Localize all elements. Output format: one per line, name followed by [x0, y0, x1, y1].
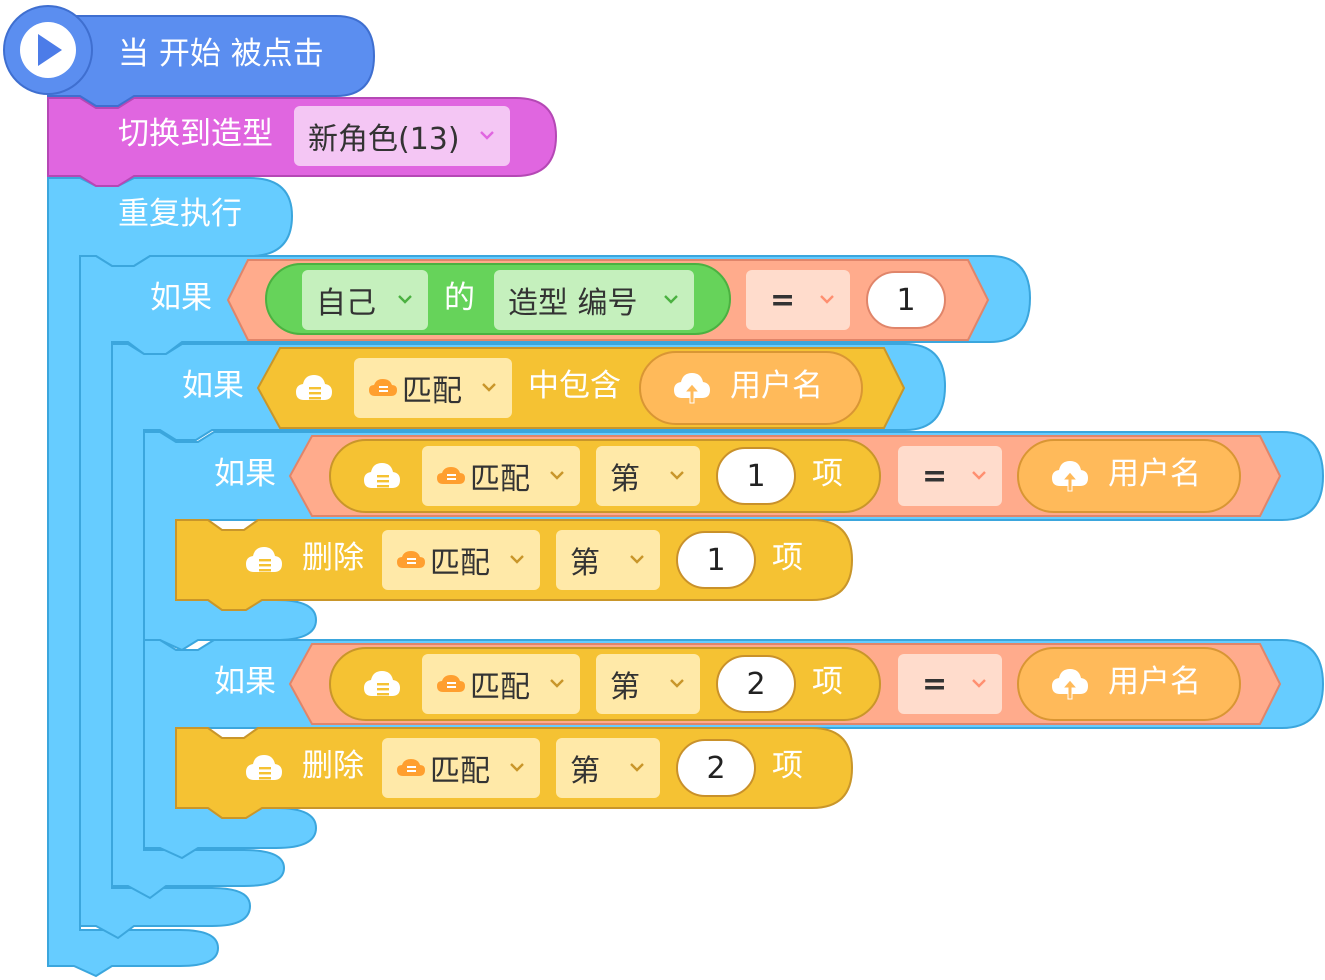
if3-username-reporter: [1017, 439, 1241, 513]
play-icon: [38, 34, 62, 66]
delete2-index-dropdown[interactable]: 第: [556, 738, 660, 798]
delete1-index-input[interactable]: 1: [676, 531, 756, 589]
if4-item-label: 项: [812, 664, 843, 700]
chevron-down-icon: [820, 295, 834, 304]
cloud-list-icon: [296, 375, 332, 400]
cloud-list-small-icon: [397, 759, 425, 776]
hat-block-shape: [47, 15, 376, 107]
delete1-list-value: 匹配: [430, 546, 490, 581]
delete2-list-value: 匹配: [430, 754, 490, 789]
chevron-down-icon: [480, 131, 494, 140]
delete2-item-label: 项: [772, 748, 803, 784]
cloud-upload-icon: [1052, 461, 1088, 492]
delete2-index-input[interactable]: 2: [676, 739, 756, 797]
cloud-list-icon: [364, 463, 400, 488]
chevron-down-icon: [664, 295, 678, 304]
if1-value-input[interactable]: 1: [866, 271, 946, 329]
if4-list-value: 匹配: [470, 670, 530, 705]
chevron-down-icon: [510, 763, 524, 772]
costume-dropdown[interactable]: 新角色(13): [294, 106, 510, 166]
if3-index-mode: 第: [610, 462, 640, 497]
if2-list-value: 匹配: [402, 374, 462, 409]
if1-operator-dropdown[interactable]: =: [746, 270, 850, 330]
chevron-down-icon: [550, 471, 564, 480]
if3-label: 如果: [214, 456, 276, 492]
chevron-down-icon: [550, 679, 564, 688]
if4-operator-value: =: [922, 666, 948, 702]
if4-index-mode: 第: [610, 670, 640, 705]
cloud-list-small-icon: [437, 675, 465, 692]
chevron-down-icon: [630, 555, 644, 564]
costume-dropdown-value: 新角色(13): [308, 122, 460, 157]
if2-label: 如果: [182, 368, 244, 404]
if3-index-dropdown[interactable]: 第: [596, 446, 700, 506]
chevron-down-icon: [670, 471, 684, 480]
if4-operator-dropdown[interactable]: =: [898, 654, 1002, 714]
chevron-down-icon: [398, 295, 412, 304]
chevron-down-icon: [670, 679, 684, 688]
delete2-list-dropdown[interactable]: 匹配: [382, 738, 540, 798]
cloud-list-small-icon: [437, 467, 465, 484]
delete1-index-dropdown[interactable]: 第: [556, 530, 660, 590]
switch-costume-label: 切换到造型: [118, 116, 273, 152]
if4-username-label: 用户名: [1108, 664, 1201, 700]
of-label: 的: [444, 280, 475, 316]
chevron-down-icon: [510, 555, 524, 564]
if2-username-reporter: [639, 351, 863, 425]
sensing-target-value: 自己: [316, 286, 376, 321]
if3-list-value: 匹配: [470, 462, 530, 497]
if2-username-label: 用户名: [730, 368, 823, 404]
chevron-down-icon: [972, 471, 986, 480]
sensing-target-dropdown[interactable]: 自己: [302, 270, 428, 330]
if4-username-reporter: [1017, 647, 1241, 721]
cloud-list-small-icon: [369, 379, 397, 396]
chevron-down-icon: [482, 383, 496, 392]
cloud-upload-icon: [1052, 669, 1088, 700]
if3-item-label: 项: [812, 456, 843, 492]
if3-index-input[interactable]: 1: [716, 447, 796, 505]
cloud-list-icon: [246, 547, 282, 572]
delete1-item-label: 项: [772, 540, 803, 576]
chevron-down-icon: [630, 763, 644, 772]
delete2-label: 删除: [302, 748, 364, 784]
if3-operator-dropdown[interactable]: =: [898, 446, 1002, 506]
if3-list-dropdown[interactable]: 匹配: [422, 446, 580, 506]
sensing-property-value: 造型 编号: [508, 286, 638, 321]
contains-label: 中包含: [528, 368, 621, 404]
forever-label: 重复执行: [118, 196, 242, 232]
if2-list-dropdown[interactable]: 匹配: [354, 358, 512, 418]
hat-label: 当 开始 被点击: [118, 36, 324, 72]
if4-index-input[interactable]: 2: [716, 655, 796, 713]
if1-operator-value: =: [770, 282, 796, 318]
if4-index-dropdown[interactable]: 第: [596, 654, 700, 714]
cloud-list-icon: [246, 755, 282, 780]
if4-list-dropdown[interactable]: 匹配: [422, 654, 580, 714]
if1-label: 如果: [150, 280, 212, 316]
delete1-label: 删除: [302, 540, 364, 576]
cloud-upload-icon: [674, 373, 710, 404]
if4-label: 如果: [214, 664, 276, 700]
delete1-list-dropdown[interactable]: 匹配: [382, 530, 540, 590]
if3-username-label: 用户名: [1108, 456, 1201, 492]
cloud-list-icon: [364, 671, 400, 696]
sensing-property-dropdown[interactable]: 造型 编号: [494, 270, 694, 330]
if3-operator-value: =: [922, 458, 948, 494]
chevron-down-icon: [972, 679, 986, 688]
delete2-index-mode: 第: [570, 754, 600, 789]
delete1-index-mode: 第: [570, 546, 600, 581]
cloud-list-small-icon: [397, 551, 425, 568]
